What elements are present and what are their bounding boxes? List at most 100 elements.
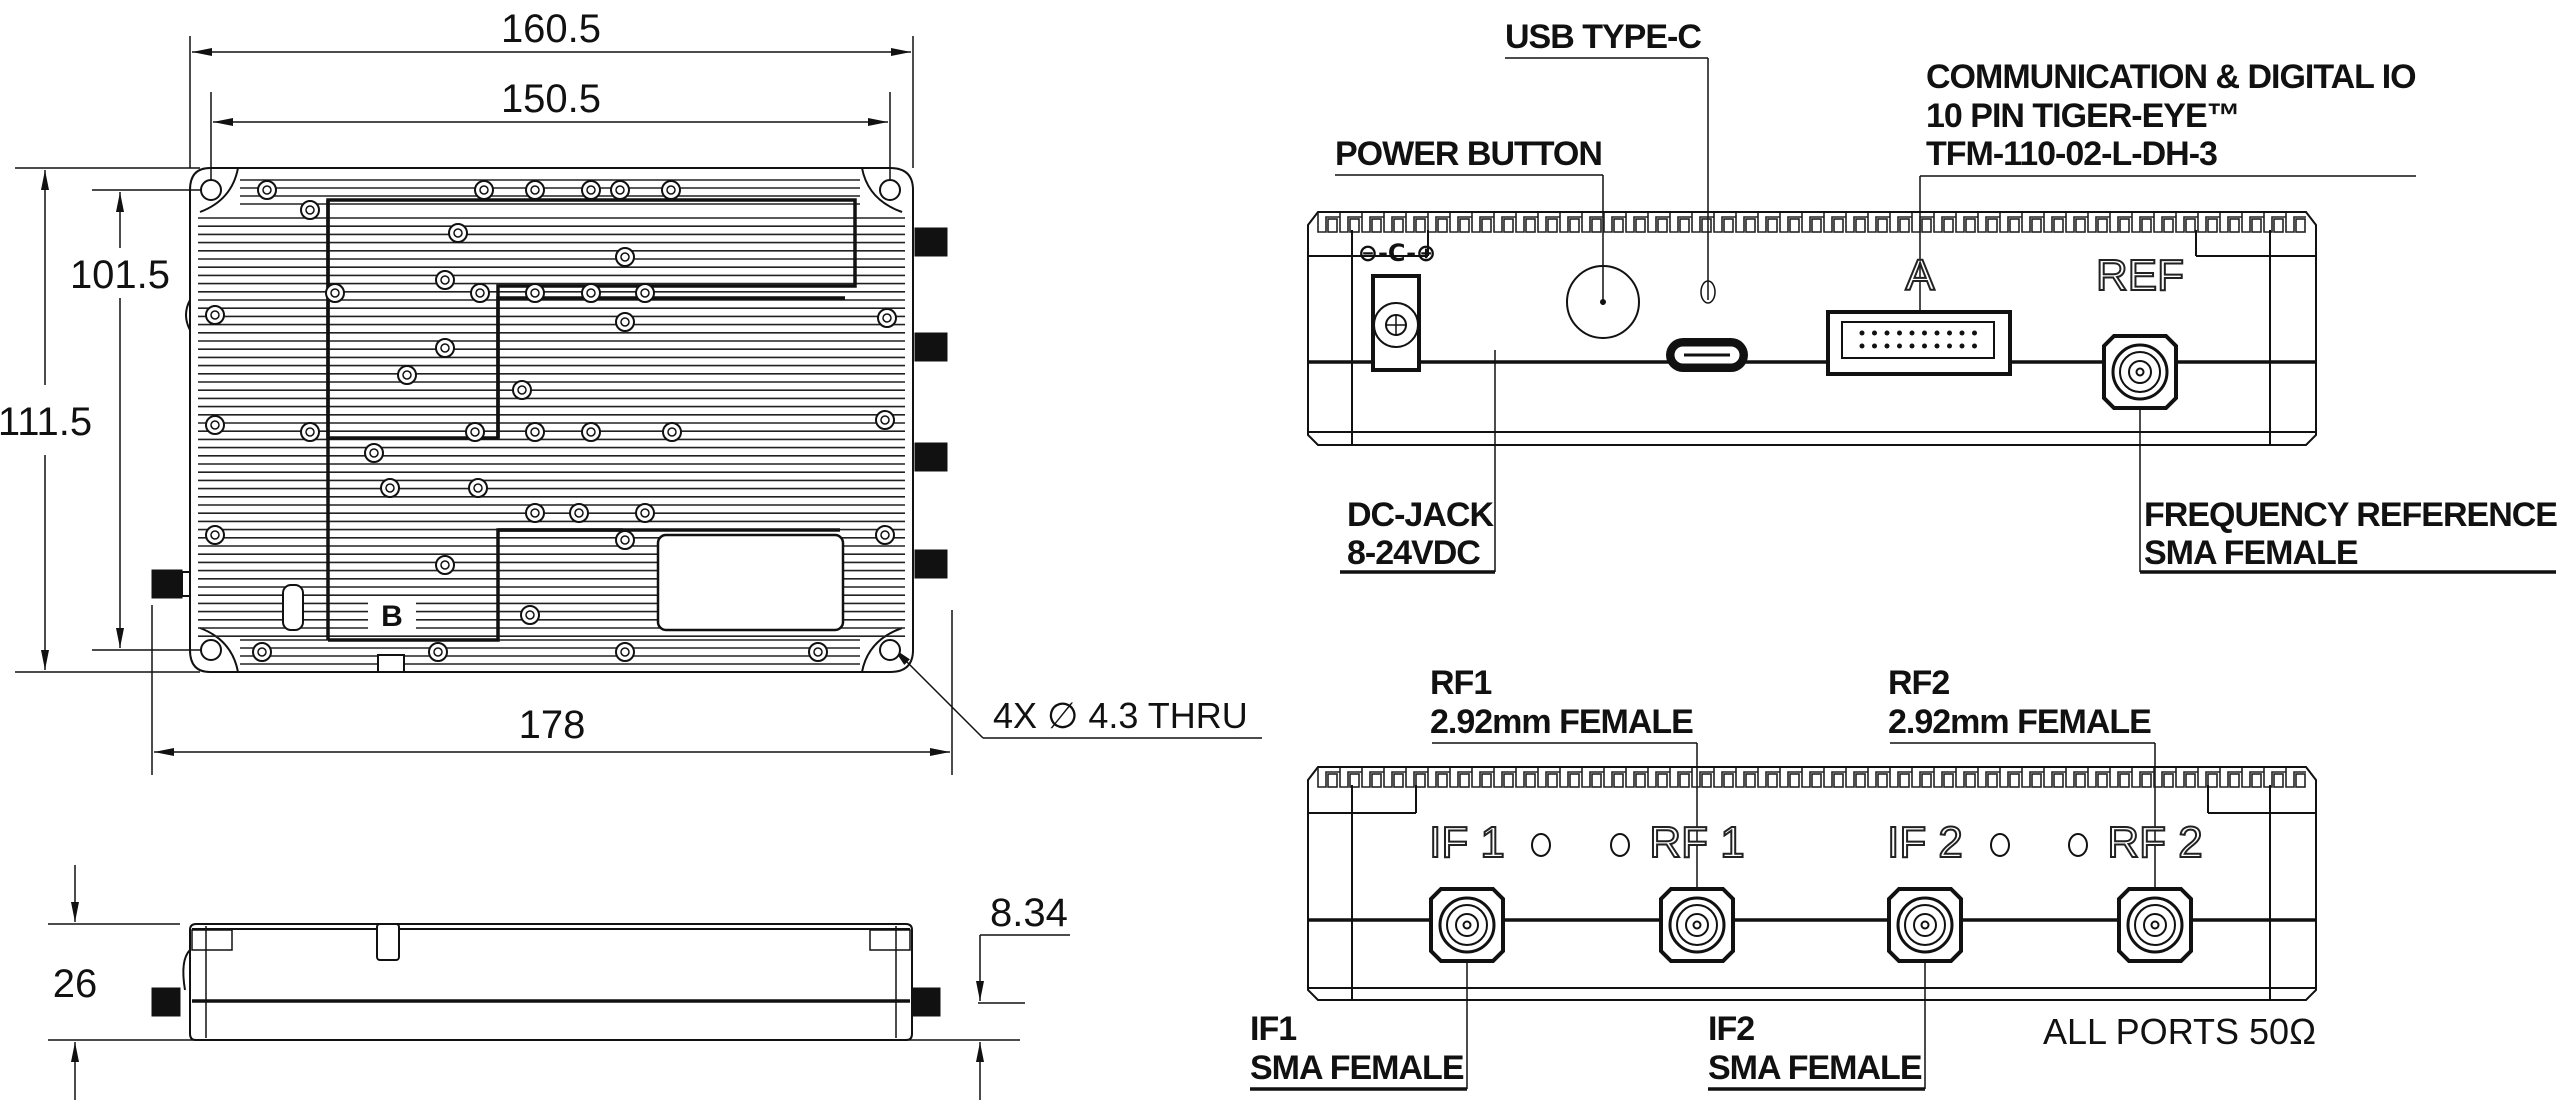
dimension-label-111-5: 111.5 [0, 400, 92, 444]
fin-tooth [2163, 773, 2174, 788]
fin-teeth [1317, 768, 2306, 788]
fin-tooth [1877, 218, 1888, 233]
fin-tooth [1767, 773, 1778, 788]
status-led [2068, 833, 2088, 857]
status-led [1610, 833, 1630, 857]
fin-tooth [1657, 773, 1668, 788]
fin-tooth [1547, 773, 1558, 788]
fin-tooth [2185, 773, 2196, 788]
if2-engraving: IF 2 [1887, 818, 1963, 867]
flange-ear [861, 167, 903, 213]
fin-tooth [2031, 773, 2042, 788]
connector-nut [181, 571, 191, 597]
fin-tooth [1503, 218, 1514, 233]
pin [1872, 330, 1877, 336]
fin-tooth [1899, 218, 1910, 233]
status-led [1990, 833, 2010, 857]
screw-head [433, 647, 443, 657]
fin-tooth [2119, 218, 2130, 233]
fin-tooth [2053, 773, 2064, 788]
fin-tooth [1833, 773, 1844, 788]
fin-tooth [2097, 773, 2108, 788]
screw-head [305, 205, 315, 215]
fin-tooth [1481, 773, 1492, 788]
screw-head [530, 508, 540, 518]
connector-pin [1920, 920, 1930, 930]
label-window [656, 533, 845, 632]
fin-tooth [2119, 773, 2130, 788]
status-led [1531, 833, 1551, 857]
fin-tooth [1437, 218, 1448, 233]
pin [1922, 330, 1927, 336]
comm-callout-line3: TFM-110-02-L-DH-3 [1926, 135, 2217, 173]
fin-tooth [1613, 773, 1624, 788]
screw-head [305, 427, 315, 437]
fin-tooth [1459, 218, 1470, 233]
internal-pocket [496, 296, 845, 438]
fin-tooth [1635, 773, 1646, 788]
screw-head [402, 370, 412, 380]
status-led [1700, 280, 1716, 304]
pin [1909, 330, 1915, 336]
fin-tooth [1525, 773, 1536, 788]
corner-block [191, 929, 233, 951]
polarity-symbol: ⊖-C-⊕ [1358, 239, 1436, 267]
pin [1934, 330, 1940, 336]
screw-head [385, 483, 395, 493]
mount-hole [200, 179, 222, 201]
screws [205, 180, 897, 662]
screw-head [530, 185, 540, 195]
vent-slot [282, 584, 304, 631]
screw-head [479, 185, 489, 195]
dimension-label-8-34: 8.34 [990, 891, 1068, 935]
screw-head [530, 288, 540, 298]
fin-tooth [1877, 773, 1888, 788]
fin-tooth [1569, 773, 1580, 788]
fin-tooth [1503, 773, 1514, 788]
fin-tooth [1965, 773, 1976, 788]
screw-head [586, 185, 596, 195]
rear-housing-outline [1307, 766, 2317, 1001]
fin-tooth [1921, 773, 1932, 788]
top-view: 160.5 150.5 111.5 101.5 178 4X ∅ 4.3 THR… [0, 7, 1262, 775]
fin-tooth [2031, 218, 2042, 233]
fin-tooth [2207, 218, 2218, 233]
screw-head [330, 288, 340, 298]
screw-head [620, 647, 630, 657]
dc-jack-callout-line2: 8-24VDC [1347, 534, 1480, 572]
power-button-center [1600, 299, 1606, 305]
fin-tooth [2163, 218, 2174, 233]
screw-head [440, 343, 450, 353]
connector-pin [1692, 920, 1702, 930]
fin-tooth [1701, 773, 1712, 788]
fin-tooth [2295, 218, 2306, 233]
connector-a-engraving: A [1905, 251, 1935, 300]
fin-tooth [1679, 773, 1690, 788]
screw-head [470, 427, 480, 437]
pin [1897, 343, 1902, 349]
fin-tooth [1591, 218, 1602, 233]
fin-tooth [1855, 773, 1866, 788]
if2-callout-line2: SMA FEMALE [1708, 1049, 1922, 1087]
connector-pin [2135, 367, 2145, 377]
fin-teeth [1317, 213, 2306, 233]
heatsink-fins [198, 179, 905, 665]
fin-tooth [1943, 773, 1954, 788]
screw-head [615, 185, 625, 195]
rf2-callout-line2: 2.92mm FEMALE [1888, 703, 2151, 741]
fin-tooth [1701, 218, 1712, 233]
screw-head [475, 288, 485, 298]
fin-tooth [1679, 218, 1690, 233]
ref-sma-connector [2102, 334, 2178, 410]
dimension-label-101-5: 101.5 [70, 253, 170, 297]
fin-tooth [2295, 773, 2306, 788]
fin-tooth [1393, 773, 1404, 788]
ref-callout-line1: FREQUENCY REFERENCE [2144, 496, 2557, 534]
fin-tooth [1371, 218, 1382, 233]
fin-tooth [1569, 218, 1580, 233]
rf2-engraving: RF 2 [2107, 818, 2202, 867]
sma-connector [914, 549, 948, 579]
rear-panel: RF1 2.92mm FEMALE RF2 2.92mm FEMALE IF1 … [1250, 664, 2317, 1091]
fin-tooth [1327, 773, 1338, 788]
fin-tooth [1855, 218, 1866, 233]
